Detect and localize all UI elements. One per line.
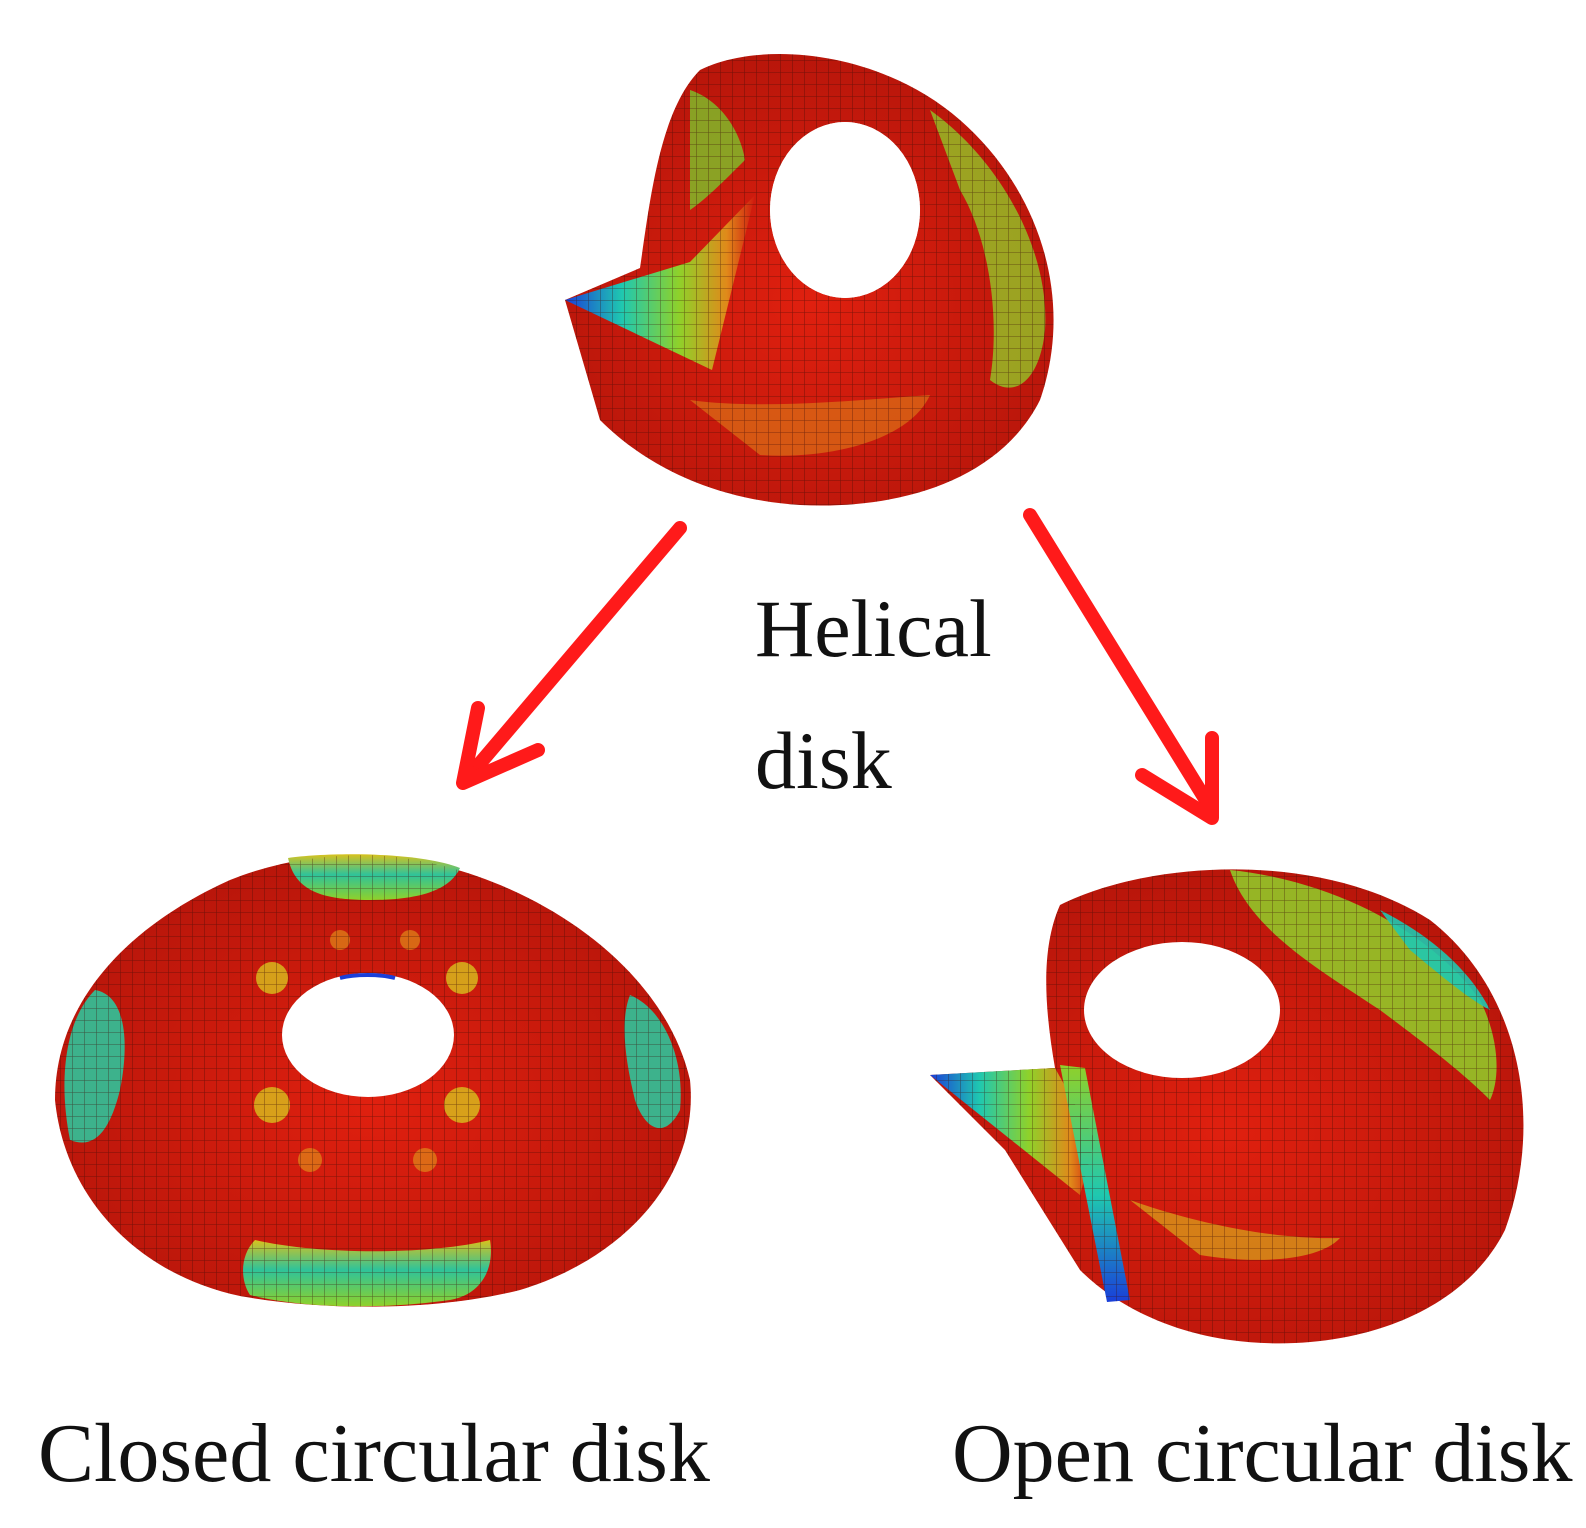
helical-hole-mask [770, 122, 920, 298]
open-wedge-mesh [930, 1068, 1095, 1195]
open-circular-disk [930, 869, 1524, 1344]
open-disk-mesh [930, 869, 1524, 1344]
arrow-left [456, 521, 687, 790]
label-helical-line2: disk [755, 715, 892, 806]
label-helical-line1: Helical [755, 583, 992, 674]
closed-hole-rim [339, 973, 396, 980]
closed-center-hole [282, 973, 454, 1097]
open-center-hole [1084, 942, 1280, 1078]
closed-circular-disk [55, 854, 691, 1307]
helical-disk [565, 54, 1054, 506]
arrow-right [1023, 508, 1219, 825]
label-open-circular-disk: Open circular disk [952, 1407, 1573, 1500]
label-closed-circular-disk: Closed circular disk [38, 1407, 710, 1500]
